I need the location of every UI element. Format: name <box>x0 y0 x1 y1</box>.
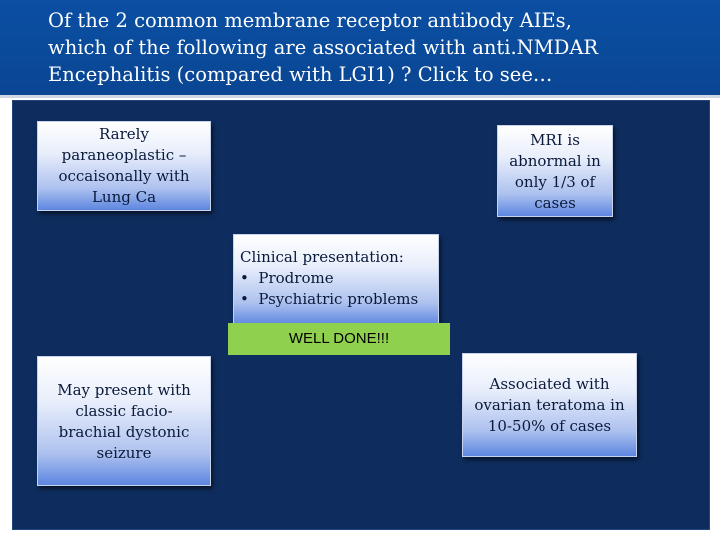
option-text: brachial dystonic <box>58 423 190 441</box>
option-text: Rarely <box>99 125 149 143</box>
option-text: seizure <box>96 444 152 462</box>
feedback-banner: WELL DONE!!! <box>228 323 450 355</box>
bullet-item: • Prodrome <box>240 269 334 287</box>
option-text: ovarian teratoma in <box>474 396 625 414</box>
bullet-text: Prodrome <box>258 269 334 287</box>
bullet-item: • Psychiatric problems <box>240 290 419 308</box>
option-text: Lung Ca <box>91 188 157 206</box>
option-clinical-presentation[interactable]: Clinical presentation: • Prodrome • Psyc… <box>233 234 439 326</box>
option-text: 10-50% of cases <box>487 417 612 435</box>
title-line-2: which of the following are associated wi… <box>48 36 599 59</box>
bullet-text: Psychiatric problems <box>258 290 419 308</box>
option-text: paraneoplastic – <box>61 146 187 164</box>
option-text: Associated with <box>489 375 610 393</box>
option-text: classic facio- <box>75 402 173 420</box>
option-text: MRI is <box>530 131 580 149</box>
title-line-1: Of the 2 common membrane receptor antibo… <box>48 9 572 32</box>
option-text: only 1/3 of <box>514 173 596 191</box>
option-teratoma[interactable]: Associated with ovarian teratoma in 10-5… <box>462 353 637 457</box>
option-text: cases <box>534 194 576 212</box>
option-text: May present with <box>57 381 191 399</box>
option-mri[interactable]: MRI is abnormal in only 1/3 of cases <box>497 125 613 217</box>
option-text: occaisonally with <box>58 167 190 185</box>
option-heading: Clinical presentation: <box>240 248 404 266</box>
title-bar: Of the 2 common membrane receptor antibo… <box>0 0 720 95</box>
option-paraneoplastic[interactable]: Rarely paraneoplastic – occaisonally wit… <box>37 121 211 211</box>
title-divider <box>0 95 720 98</box>
option-seizure[interactable]: May present with classic facio- brachial… <box>37 356 211 486</box>
option-text: abnormal in <box>509 152 601 170</box>
slide-title: Of the 2 common membrane receptor antibo… <box>48 7 708 88</box>
title-line-3: Encephalitis (compared with LGI1) ? Clic… <box>48 63 553 86</box>
